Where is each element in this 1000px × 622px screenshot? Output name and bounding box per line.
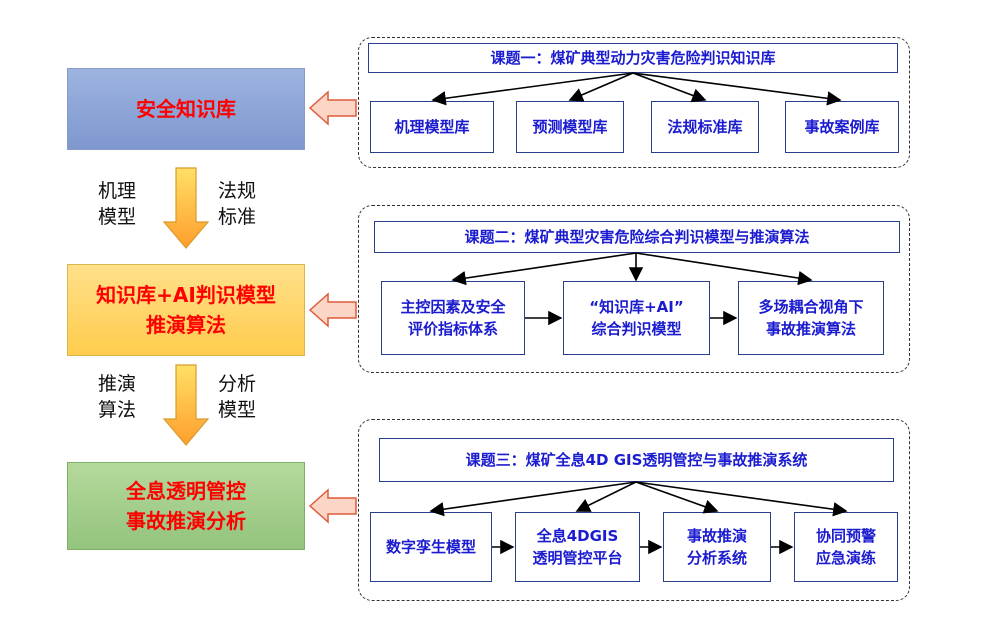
topic-3-item-deduction-system: 事故推演 分析系统 <box>663 512 771 582</box>
topic-panel-2 <box>358 205 910 373</box>
topic-3-item-emergency-drill: 协同预警 应急演练 <box>794 512 898 582</box>
label-analysis-model: 分析 模型 <box>218 373 257 421</box>
topic-3-arrows <box>429 481 848 555</box>
topic-3-title: 课题三：煤矿全息4D GIS透明管控与事故推演系统 <box>379 438 894 482</box>
left-arrow-2 <box>308 292 357 328</box>
topic-3-item-4dgis-platform: 全息4DGIS 透明管控平台 <box>515 512 640 582</box>
down-arrow-2 <box>162 364 210 446</box>
topic-1-item-prediction: 预测模型库 <box>516 101 624 153</box>
topic-panel-3 <box>358 419 910 601</box>
down-arrow-1 <box>162 167 210 249</box>
topic-2-item-multifield-algorithm: 多场耦合视角下 事故推演算法 <box>738 281 884 355</box>
box-holographic-control: 全息透明管控 事故推演分析 <box>67 462 305 550</box>
label-regulation-standard: 法规 标准 <box>218 180 257 228</box>
topic-panel-1 <box>358 37 910 168</box>
topic-1-item-regulation: 法规标准库 <box>651 101 759 153</box>
topic-3-item-digital-twin: 数字孪生模型 <box>370 512 492 582</box>
left-arrow-1 <box>308 90 357 126</box>
box-knowledge-ai-model: 知识库+AI判识模型 推演算法 <box>67 264 305 356</box>
topic-1-arrows <box>431 72 842 106</box>
topic-2-item-control-factors: 主控因素及安全 评价指标体系 <box>381 281 525 355</box>
box-safety-knowledge-base: 安全知识库 <box>67 68 305 150</box>
topic-1-item-accident-cases: 事故案例库 <box>785 101 899 153</box>
topic-2-arrows <box>451 252 813 326</box>
left-arrow-3 <box>308 488 357 524</box>
topic-1-title: 课题一：煤矿典型动力灾害危险判识知识库 <box>368 43 898 73</box>
topic-2-item-ai-model: “知识库+AI” 综合判识模型 <box>563 281 710 355</box>
label-deduction-algorithm: 推演 算法 <box>98 373 137 421</box>
label-mechanism-model: 机理 模型 <box>98 180 137 228</box>
topic-1-item-mechanism: 机理模型库 <box>370 101 494 153</box>
